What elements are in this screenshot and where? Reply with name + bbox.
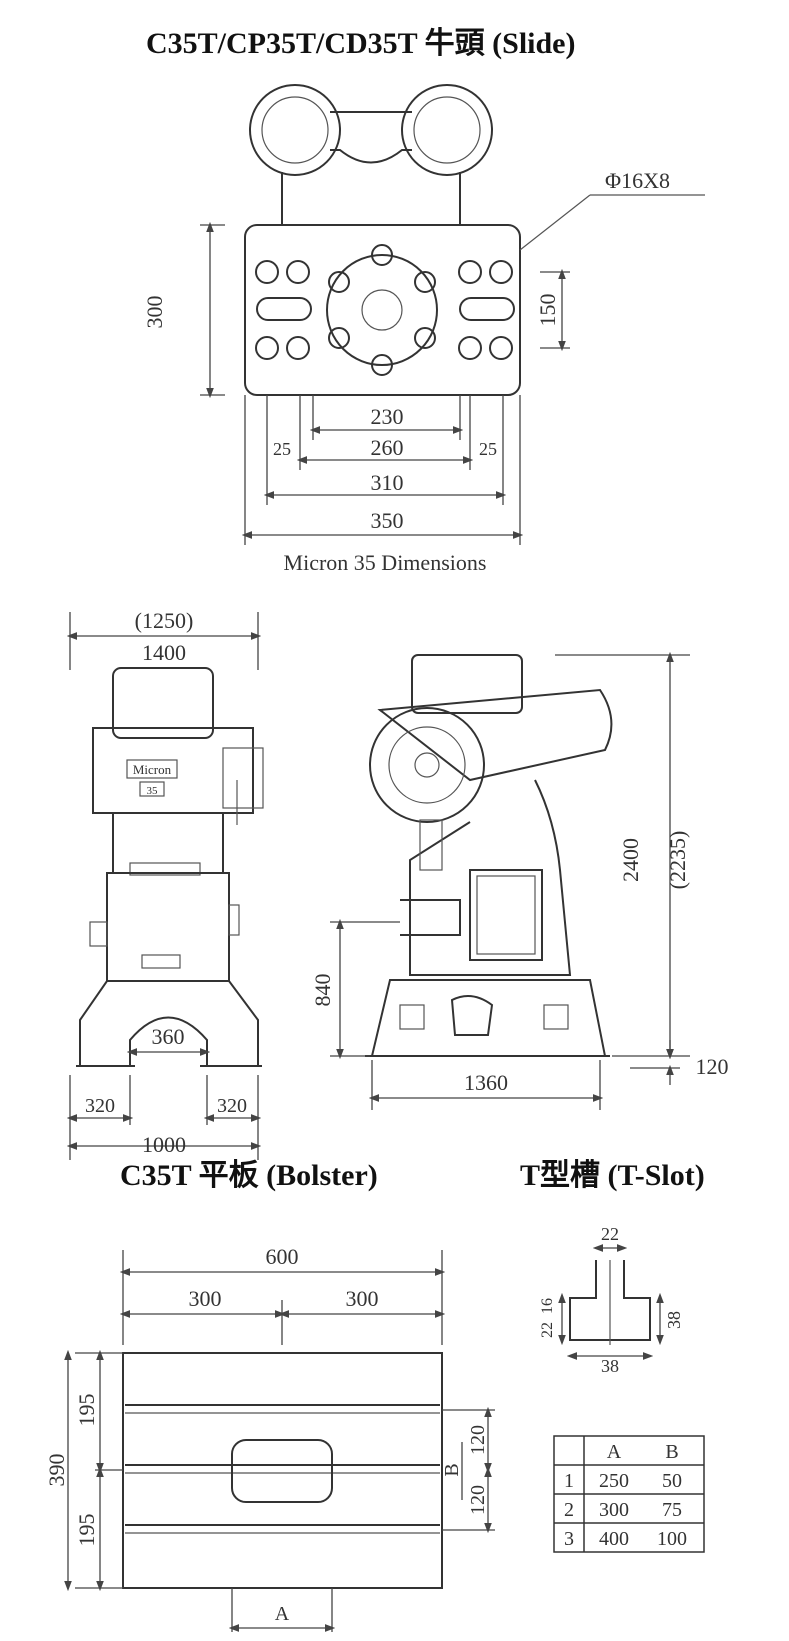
slide-dim-height: 300 (142, 296, 167, 329)
table-row-2-no: 2 (564, 1499, 574, 1521)
slide-dim-230: 230 (371, 404, 404, 429)
slide-dim-350: 350 (371, 508, 404, 533)
front-nameplate-sub: 35 (147, 785, 159, 797)
table-header-b: B (665, 1441, 678, 1463)
slide-dim-310: 310 (371, 470, 404, 495)
side-dim-height-alt: (2235) (665, 831, 690, 890)
slide-title: C35T/CP35T/CD35T 牛頭 (Slide) (146, 27, 576, 60)
side-dim-depth: 1360 (464, 1070, 508, 1095)
front-dim-width-outer: 1400 (142, 640, 186, 665)
bolster-dim-slot-up: 120 (467, 1425, 489, 1455)
front-dim-width-inner: (1250) (135, 608, 194, 633)
front-dim-foot-left: 320 (85, 1095, 115, 1117)
slide-dim-260: 260 (371, 435, 404, 460)
table-row-3-b: 100 (657, 1528, 687, 1550)
machine-front-view: (1250) 1400 Micron 35 360 320 320 1000 (66, 608, 264, 1160)
bolster-dim-width: 600 (266, 1244, 299, 1269)
tslot-dim-side2: 22 (539, 1322, 556, 1338)
bolster-dim-lower: 195 (74, 1514, 99, 1547)
slide-drawing: 300 150 Φ16X8 230 260 25 25 310 350 Micr… (142, 84, 705, 575)
table-row-1-no: 1 (564, 1470, 574, 1492)
bolster-title: C35T 平板 (Bolster) (120, 1159, 378, 1192)
side-dim-base-height: 120 (696, 1054, 729, 1079)
tslot-drawing: 22 38 38 16 22 (539, 1224, 684, 1376)
bolster-drawing: 600 300 300 390 195 195 120 120 B A (44, 1244, 495, 1632)
tslot-title: T型槽 (T-Slot) (520, 1159, 705, 1192)
bolster-dim-half-left: 300 (189, 1286, 222, 1311)
slide-dim-edge-left: 25 (273, 439, 291, 459)
table-row-2-b: 75 (662, 1499, 682, 1521)
machine-side-view: 2400 (2235) 120 840 1360 (310, 651, 729, 1110)
front-dim-foot-right: 320 (217, 1095, 247, 1117)
bolster-label-a: A (275, 1603, 290, 1625)
table-row-3-a: 400 (599, 1528, 629, 1550)
bolster-dim-slot-down: 120 (467, 1485, 489, 1515)
front-dim-gap: 360 (152, 1024, 185, 1049)
front-dim-base: 1000 (142, 1132, 186, 1157)
table-row-1-a: 250 (599, 1470, 629, 1492)
tslot-dim-side1: 16 (539, 1298, 556, 1314)
slide-caption: Micron 35 Dimensions (284, 550, 487, 575)
slide-dim-edge-right: 25 (479, 439, 497, 459)
tslot-dim-bottom: 38 (601, 1356, 619, 1376)
side-dim-height: 2400 (618, 838, 643, 882)
bolster-dim-depth: 390 (44, 1454, 69, 1487)
table-row-3-no: 3 (564, 1528, 574, 1550)
table-row-1-b: 50 (662, 1470, 682, 1492)
side-dim-bed-height: 840 (310, 974, 335, 1007)
slide-dim-hole-pitch: 150 (535, 294, 560, 327)
tslot-dim-depth: 38 (664, 1311, 684, 1329)
bolster-dim-half-right: 300 (346, 1286, 379, 1311)
front-nameplate: Micron (133, 762, 172, 777)
slide-hole-spec: Φ16X8 (605, 168, 670, 193)
bolster-label-b: B (441, 1463, 463, 1476)
ab-table: A B 1 250 50 2 300 75 3 400 100 (553, 1435, 705, 1553)
table-row-2-a: 300 (599, 1499, 629, 1521)
table-header-a: A (607, 1441, 622, 1463)
tslot-dim-top: 22 (601, 1224, 619, 1244)
bolster-dim-upper: 195 (74, 1394, 99, 1427)
